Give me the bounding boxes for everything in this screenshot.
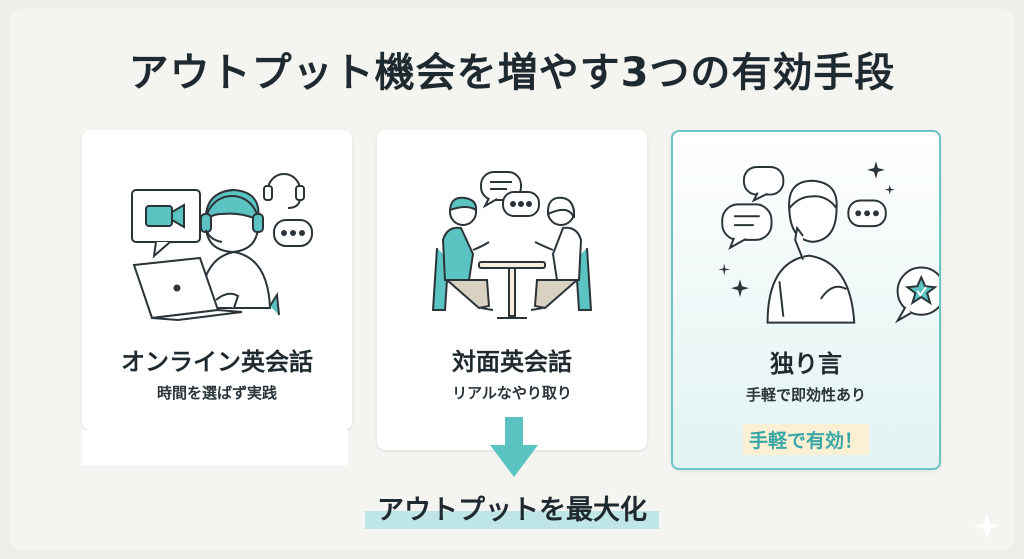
highlight-badge: 手軽で有効！	[742, 424, 870, 455]
chat-bubble-icon	[502, 191, 540, 217]
table-icon	[478, 261, 546, 319]
card-online-lesson: オンライン英会話 時間を選ばず実践	[82, 130, 352, 430]
laptop-icon	[132, 256, 243, 322]
sparkle-icon	[718, 161, 895, 298]
card-extension	[82, 430, 348, 465]
card-subtitle: 手軽で即効性あり	[745, 386, 866, 404]
self-talk-illustration	[718, 161, 939, 324]
card-title: 対面英会話	[452, 348, 572, 376]
card-subtitle: リアルなやり取り	[452, 384, 572, 402]
headset-icon	[263, 173, 305, 209]
result-text: アウトプットを最大化	[377, 495, 647, 526]
person-with-headset	[198, 188, 280, 316]
person-thinking	[766, 179, 856, 324]
result-label: アウトプットを最大化	[365, 488, 659, 529]
video-call-icon	[131, 189, 201, 259]
card-self-talk: 独り言 手軽で即効性あり 手軽で有効！	[671, 130, 941, 470]
speech-bubble-icon	[721, 203, 773, 250]
sparkle-icon	[974, 513, 1000, 539]
card-face-to-face: 対面英会話 リアルなやり取り	[377, 130, 647, 450]
down-arrow-icon	[490, 417, 538, 477]
chat-bubble-icon	[742, 165, 785, 203]
page-title: アウトプット機会を増やす3つの有効手段	[128, 50, 896, 96]
face-to-face-illustration	[431, 171, 593, 319]
online-lesson-illustration	[131, 173, 313, 322]
result-section: アウトプットを最大化	[0, 488, 1024, 529]
card-title: 独り言	[770, 350, 842, 378]
person-left	[431, 196, 494, 311]
card-title: オンライン英会話	[121, 348, 313, 376]
card-subtitle: 時間を選ばず実践	[156, 384, 277, 402]
chat-bubble-icon	[847, 199, 887, 228]
person-right	[530, 196, 593, 311]
star-badge-icon	[894, 266, 939, 324]
chat-bubble-icon	[273, 219, 313, 247]
result-highlight	[365, 511, 659, 529]
